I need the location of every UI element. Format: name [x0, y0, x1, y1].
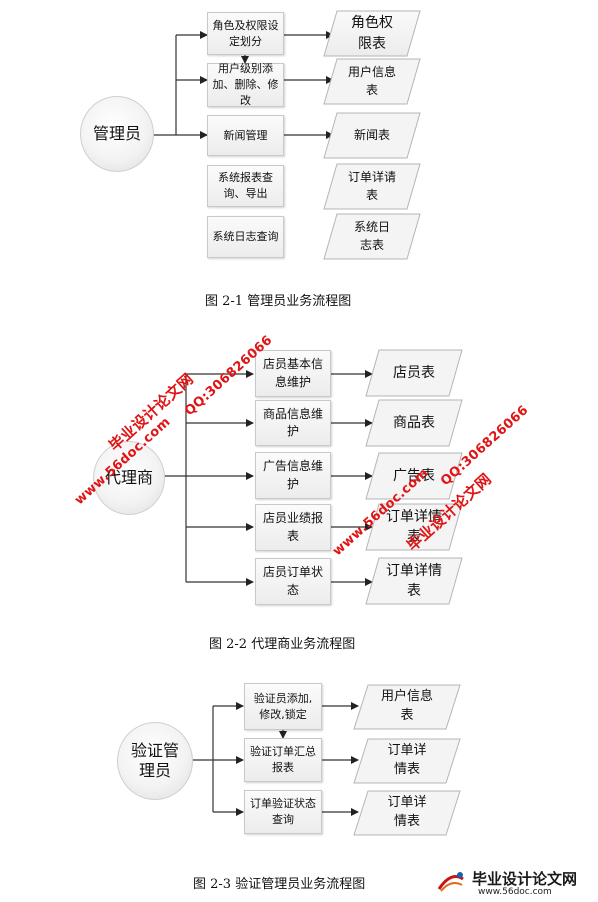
process-label: 验证订单汇总报表 [250, 745, 316, 774]
datastore-shape: 订单详请表 [323, 163, 421, 210]
process-box: 验证订单汇总报表 [244, 738, 322, 782]
process-label: 订单验证状态查询 [250, 797, 316, 826]
figure-caption: 图 2-2 代理商业务流程图 [209, 637, 356, 652]
datastore-label: 订单详情表 [386, 562, 442, 599]
process-label: 角色及权限设定划分 [212, 18, 279, 48]
actor-label: 管理员 [92, 124, 141, 143]
datastore-shape: 新闻表 [323, 112, 421, 159]
actor-agent: 代理商 [93, 441, 165, 515]
process-label: 商品信息维护 [262, 406, 323, 438]
datastore-label: 订单详情表 [386, 508, 442, 545]
datastore-label: 广告表 [393, 467, 435, 484]
datastore-shape: 订单详情表 [353, 790, 461, 836]
datastore-label: 新闻表 [353, 127, 390, 142]
datastore-shape: 用户信息表 [323, 58, 421, 105]
datastore-shape: 商品表 [365, 399, 463, 447]
actor-label: 代理商 [104, 468, 153, 487]
process-label: 广告信息维护 [262, 459, 323, 491]
datastore-shape: 用户信息表 [353, 684, 461, 730]
process-label: 系统日志查询 [212, 230, 279, 244]
process-box: 系统日志查询 [207, 216, 284, 258]
process-label: 店员订单状态 [262, 565, 323, 597]
actor-admin: 管理员 [80, 96, 154, 172]
site-logo: 毕业设计论文网 www.56doc.com [432, 864, 598, 902]
figure-caption: 图 2-3 验证管理员业务流程图 [193, 877, 366, 892]
process-label: 新闻管理 [223, 128, 268, 142]
process-label: 店员业绩报表 [262, 511, 323, 543]
datastore-shape: 订单详情表 [365, 503, 463, 551]
datastore-label: 商品表 [393, 414, 435, 431]
datastore-label: 订单详请表 [348, 170, 397, 202]
datastore-shape: 订单详情表 [353, 738, 461, 784]
actor-label: 验证管理员 [130, 741, 179, 780]
process-box: 广告信息维护 [255, 452, 331, 499]
figure-caption: 图 2-1 管理员业务流程图 [205, 294, 352, 309]
process-label: 验证员添加,修改,锁定 [253, 691, 313, 721]
logo-url: www.56doc.com [478, 887, 552, 897]
datastore-label: 订单详情表 [387, 743, 427, 777]
process-box: 验证员添加,修改,锁定 [244, 683, 322, 730]
datastore-shape: 广告表 [365, 452, 463, 500]
process-box: 新闻管理 [207, 115, 284, 156]
process-box: 订单验证状态查询 [244, 790, 322, 834]
datastore-shape: 角色权限表 [323, 10, 421, 57]
process-box: 角色及权限设定划分 [207, 12, 284, 55]
process-box: 店员基本信息维护 [255, 350, 331, 397]
logo-mark-icon [437, 872, 464, 892]
process-box: 店员业绩报表 [255, 504, 331, 551]
process-box: 系统报表查询、导出 [207, 165, 284, 207]
datastore-label: 角色权限表 [351, 15, 393, 52]
process-box: 店员订单状态 [255, 558, 331, 605]
process-label: 店员基本信息维护 [262, 357, 323, 389]
process-label: 系统报表查询、导出 [218, 171, 273, 200]
datastore-label: 店员表 [393, 364, 435, 381]
actor-verifier-admin: 验证管理员 [117, 722, 193, 800]
process-box: 用户级别添加、删除、修改 [207, 62, 284, 107]
logo-title: 毕业设计论文网 [472, 870, 578, 888]
process-box: 商品信息维护 [255, 400, 331, 446]
datastore-shape: 系统日志表 [323, 213, 421, 260]
datastore-label: 用户信息表 [348, 65, 397, 97]
datastore-shape: 订单详情表 [365, 557, 463, 605]
datastore-label: 订单详情表 [387, 795, 427, 829]
process-label: 用户级别添加、删除、修改 [212, 62, 279, 107]
datastore-label: 系统日志表 [353, 220, 390, 252]
datastore-shape: 店员表 [365, 349, 463, 397]
datastore-label: 用户信息表 [380, 689, 433, 723]
